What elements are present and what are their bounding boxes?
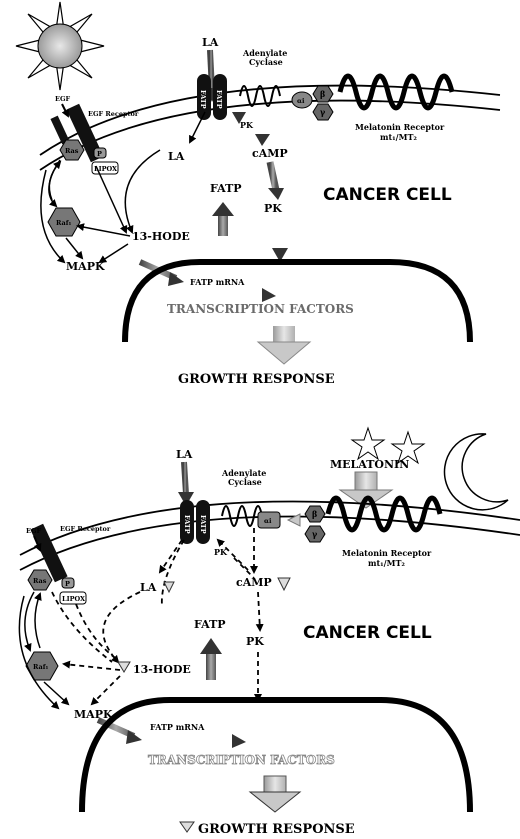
melatonin-receptor-bottom	[325, 495, 443, 533]
transcription-factors-label-bottom: TRANSCRIPTION FACTORS	[148, 753, 335, 767]
beta-node	[312, 85, 334, 103]
growth-response-label: GROWTH RESPONSE	[178, 372, 335, 387]
raf-label: Raf₁	[56, 219, 72, 227]
gamma-label-bottom: γ	[312, 529, 318, 539]
la-label: LA	[202, 36, 219, 49]
lipox-label: LIPOX	[94, 165, 118, 173]
growth-response-label-bottom: GROWTH RESPONSE	[198, 822, 355, 837]
gamma-node-bottom	[304, 525, 326, 543]
egf-receptor-label-bottom: EGF Receptor	[60, 525, 111, 533]
gamma-label: γ	[320, 107, 326, 117]
fatp-mrna-label-bottom: FATP mRNA	[150, 722, 205, 732]
egf-receptor-bottom	[30, 523, 68, 583]
egf-label-bottom: EGF	[26, 527, 42, 535]
camp-label: cAMP	[252, 147, 288, 160]
fatp-big-label-bottom: FATP	[194, 618, 226, 631]
melatonin-receptor	[337, 73, 455, 111]
svg-text:FATP: FATP	[215, 90, 223, 109]
sun-icon	[15, 1, 105, 91]
melatonin-label: MELATONIN	[330, 458, 409, 471]
adenylate-label-1: Adenylate	[242, 48, 287, 58]
adenylate-cyclase	[239, 85, 281, 107]
mapk-label-bottom: MAPK	[74, 708, 113, 721]
svg-text:FATP: FATP	[199, 515, 207, 534]
adenylate-label-1-bottom: Adenylate	[221, 468, 266, 478]
panel-bottom: MELATONIN EGF EGF Receptor Ras P LIPOX L…	[18, 426, 520, 837]
lipox-node-bottom	[59, 591, 87, 605]
svg-text:FATP: FATP	[199, 90, 207, 109]
fatp-transporter-bottom: FATP FATP	[180, 500, 210, 544]
fatp-mrna-label: FATP mRNA	[190, 277, 245, 287]
fatp-transporter: FATP FATP	[197, 74, 227, 120]
fatp-big-label: FATP	[210, 182, 242, 195]
cancer-cell-label: CANCER CELL	[323, 185, 452, 205]
egf-label: EGF	[55, 95, 71, 103]
panel-top: EGF EGF Receptor Ras P LIPOX LA FATP FAT…	[15, 1, 501, 387]
ras-label-bottom: Ras	[33, 577, 47, 585]
camp-label-bottom: cAMP	[236, 576, 272, 589]
raf-node-bottom	[25, 651, 59, 681]
raf-label-bottom: Raf₁	[33, 663, 49, 671]
pk-big-label-bottom: PK	[246, 635, 264, 648]
transcription-factors-label: TRANSCRIPTION FACTORS	[167, 302, 354, 316]
adenylate-cyclase-bottom	[221, 505, 263, 527]
adenylate-label-2: Cyclase	[249, 57, 283, 67]
hode-label: 13-HODE	[132, 230, 190, 243]
gamma-node	[312, 103, 334, 121]
pk-small-label: PK	[240, 120, 254, 130]
raf-node	[47, 207, 81, 237]
la-inner-label: LA	[168, 150, 185, 163]
lipox-label-bottom: LIPOX	[62, 595, 86, 603]
beta-label: β	[320, 89, 325, 99]
cancer-cell-label-bottom: CANCER CELL	[303, 623, 432, 643]
cell-membrane	[39, 84, 501, 156]
nucleus-envelope	[122, 259, 473, 343]
alpha-label: αi	[297, 97, 305, 105]
egf-receptor	[50, 103, 104, 163]
cell-membrane-bottom	[19, 500, 520, 556]
receptor-label-1: Melatonin Receptor	[355, 122, 445, 132]
moon-icon	[443, 433, 509, 511]
p-label-bottom: P	[65, 580, 70, 588]
svg-text:FATP: FATP	[183, 515, 191, 534]
p-label: P	[97, 150, 102, 158]
la-label-bottom: LA	[176, 448, 193, 461]
p-node-bottom	[61, 577, 75, 589]
p-node	[93, 147, 107, 159]
la-inner-label-bottom: LA	[140, 581, 157, 594]
receptor-label-2-bottom: mt₁/MT₂	[368, 558, 405, 568]
ras-node	[59, 139, 85, 161]
receptor-label-1-bottom: Melatonin Receptor	[342, 548, 432, 558]
ras-node-bottom	[27, 569, 53, 591]
adenylate-label-2-bottom: Cyclase	[228, 477, 262, 487]
mapk-label: MAPK	[66, 260, 105, 273]
egf-receptor-label: EGF Receptor	[88, 110, 139, 118]
ras-label: Ras	[65, 147, 79, 155]
pk-big-label: PK	[264, 202, 282, 215]
beta-node-bottom	[304, 505, 326, 523]
alpha-label-bottom: αi	[264, 517, 272, 525]
nucleus-envelope-bottom	[79, 697, 473, 813]
pk-small-label-bottom: PK	[214, 547, 228, 557]
beta-label-bottom: β	[312, 509, 317, 519]
receptor-label-2: mt₁/MT₂	[380, 132, 417, 142]
hode-label-bottom: 13-HODE	[133, 663, 191, 676]
star-icon-2	[390, 430, 426, 465]
star-icon	[350, 426, 386, 461]
